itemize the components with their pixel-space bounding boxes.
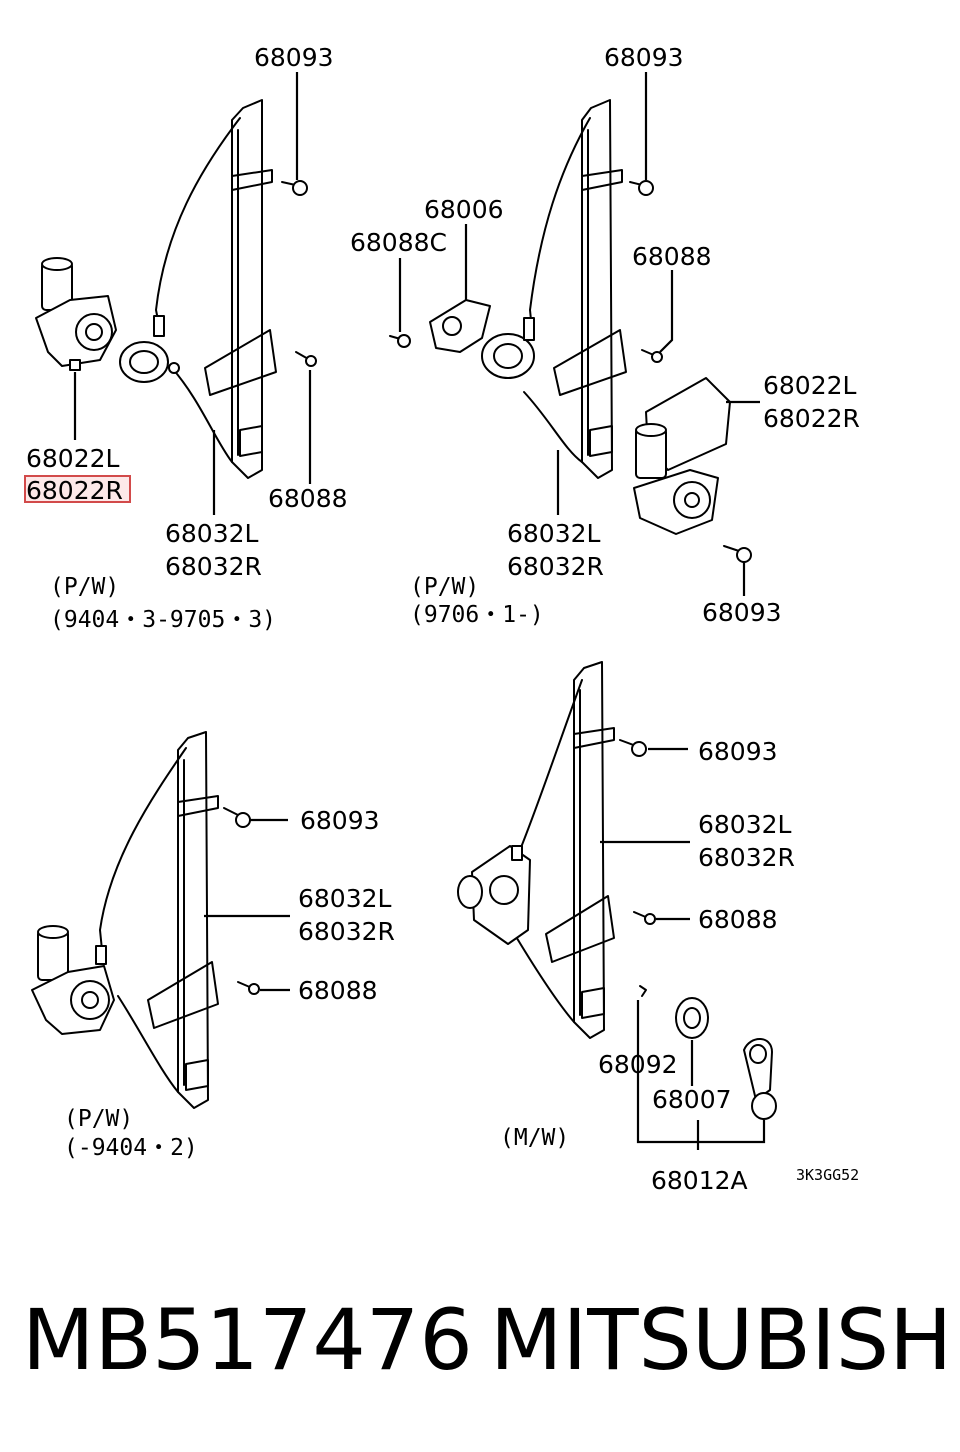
brand-name: MITSUBISHI [490,1291,960,1389]
caption-type-b: (P/W) [410,574,479,600]
window-motor [31,925,115,1035]
label-68006: 68006 [424,195,504,224]
label-68093-c: 68093 [702,598,782,627]
label-68032r-c: 68032R [298,917,395,946]
panel-pw-1994-1997: 68093 68022L 68022R 68088 68032L 68032R … [24,43,348,633]
label-68032l-c: 68032L [298,884,392,913]
screw-icon [633,911,656,925]
panel-pw-1997-on: 68093 68006 68088C 68088 68022L 68022R 6… [350,43,860,628]
window-regulator-rail [523,99,627,479]
label-68022r-a: 68022R [26,476,123,505]
label-68022l-b: 68022L [763,371,857,400]
label-68088-c: 68088 [298,976,378,1005]
label-68093-b: 68093 [604,43,684,72]
mounting-bracket [429,299,491,353]
screw-icon [295,351,317,367]
label-68032l-b: 68032L [507,519,601,548]
panel-pw-to-1994: 68093 68032L 68032R 68088 (P/W) (-9404・2… [31,731,395,1161]
caption-type-c: (P/W) [64,1106,133,1132]
part-number: MB517476 [22,1291,473,1389]
window-regulator-rail [155,99,277,479]
caption-date-a: (9404・3-9705・3) [50,607,276,633]
bolt-icon [389,334,411,348]
label-68088-d: 68088 [698,905,778,934]
label-68032l-a: 68032L [165,519,259,548]
screw-icon [237,981,260,995]
bolt-icon [723,545,752,563]
label-68092: 68092 [598,1050,678,1079]
bolt-icon [619,739,647,757]
label-68022r-b: 68022R [763,404,860,433]
label-68032r-b: 68032R [507,552,604,581]
label-68032l-d: 68032L [698,810,792,839]
panel-mw: 68093 68032L 68032R 68088 68092 68007 68… [457,661,795,1195]
caption-date-c: (-9404・2) [64,1135,198,1161]
caption-type-a: (P/W) [50,574,119,600]
label-68088c: 68088C [350,228,447,257]
label-68088-a: 68088 [268,484,348,513]
window-motor [633,377,731,535]
caption-type-d: (M/W) [500,1125,569,1151]
bolt-icon [281,180,308,196]
reference-code: 3K3GG52 [796,1166,859,1184]
window-crank-handle [743,1038,777,1120]
clip-icon [639,985,647,997]
label-68093-e: 68093 [698,737,778,766]
label-68093-d: 68093 [300,806,380,835]
footer: MB517476 MITSUBISHI [0,1290,960,1400]
window-motor [35,257,117,371]
caption-date-b: (9706・1-) [410,602,544,628]
bolt-icon [629,180,654,196]
label-68022l-a: 68022L [26,444,120,473]
highlight-box [24,475,131,503]
label-68007: 68007 [652,1085,732,1114]
cable-drum [119,315,180,383]
screw-icon [641,349,663,363]
label-68093-a: 68093 [254,43,334,72]
label-68088-b: 68088 [632,242,712,271]
window-regulator-rail [99,731,219,1109]
label-68012a: 68012A [651,1166,748,1195]
escutcheon-ring [675,997,709,1039]
bolt-icon [223,807,251,828]
manual-gear-unit [457,845,531,945]
label-68032r-a: 68032R [165,552,262,581]
window-regulator-rail [511,661,615,1039]
cable-drum [481,317,535,379]
label-68032r-d: 68032R [698,843,795,872]
